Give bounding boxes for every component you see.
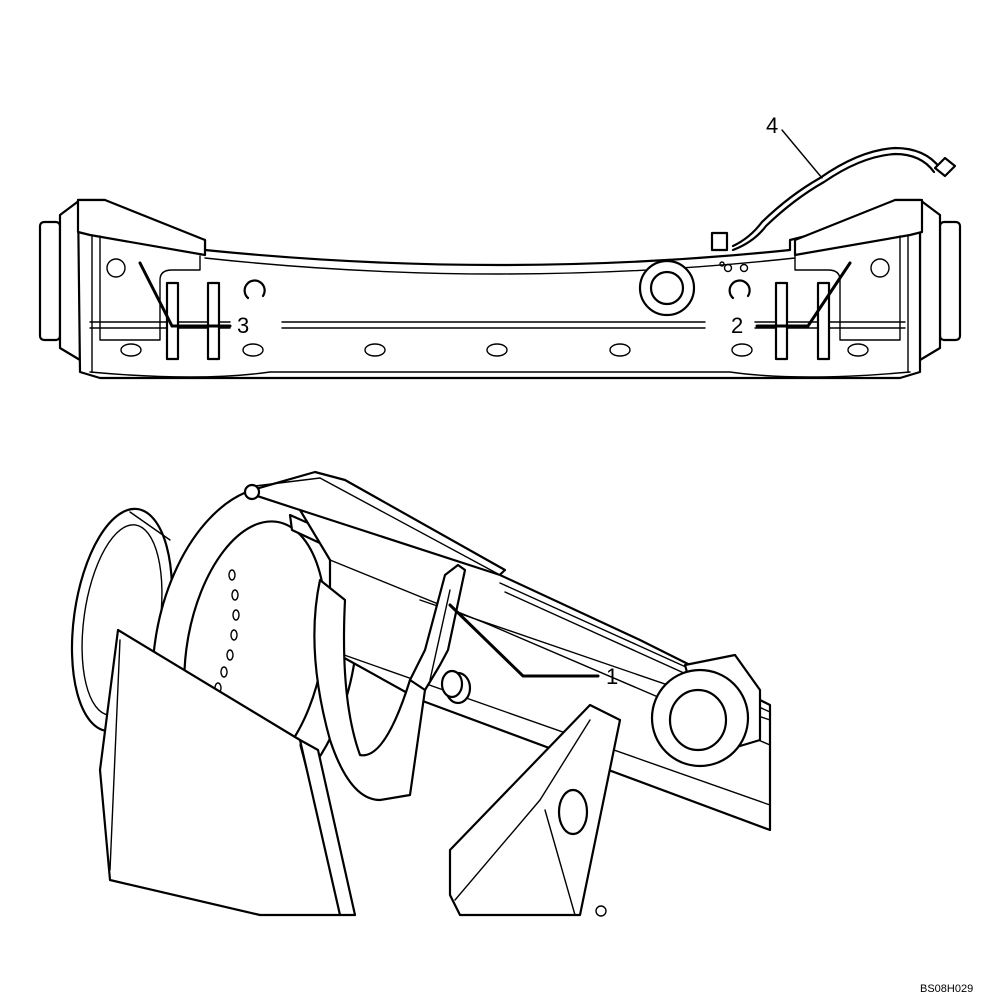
right-mount-pad — [793, 198, 924, 257]
left-hub-flange — [38, 198, 82, 362]
wiring-harness — [710, 146, 957, 252]
left-stop-block-a — [165, 281, 180, 361]
web-boss — [440, 669, 472, 705]
front-right-bracket — [448, 703, 622, 917]
right-hub-flange — [918, 198, 962, 362]
left-mount-pad — [76, 198, 207, 257]
axle-beam-body — [76, 198, 922, 380]
axle-perspective-view — [70, 470, 772, 917]
right-stop-block-b — [816, 281, 831, 361]
right-stop-block-a — [774, 281, 789, 361]
callout-1-label: 1 — [606, 664, 618, 689]
perspective-pivot-boss — [650, 653, 762, 768]
figure-reference-code: BS08H029 — [920, 983, 973, 995]
callout-1-leader — [448, 603, 600, 678]
callout-2-label: 2 — [731, 313, 743, 338]
callout-3-leader — [138, 261, 232, 328]
axle-top-view — [38, 129, 962, 380]
callout-3-label: 3 — [237, 313, 249, 338]
callout-4-label: 4 — [766, 113, 778, 138]
pivot-boss — [638, 259, 696, 317]
callout-2-leader — [755, 261, 852, 328]
callout-4-leader — [781, 129, 823, 179]
left-stop-block-b — [206, 281, 221, 361]
web-plate — [408, 563, 467, 702]
